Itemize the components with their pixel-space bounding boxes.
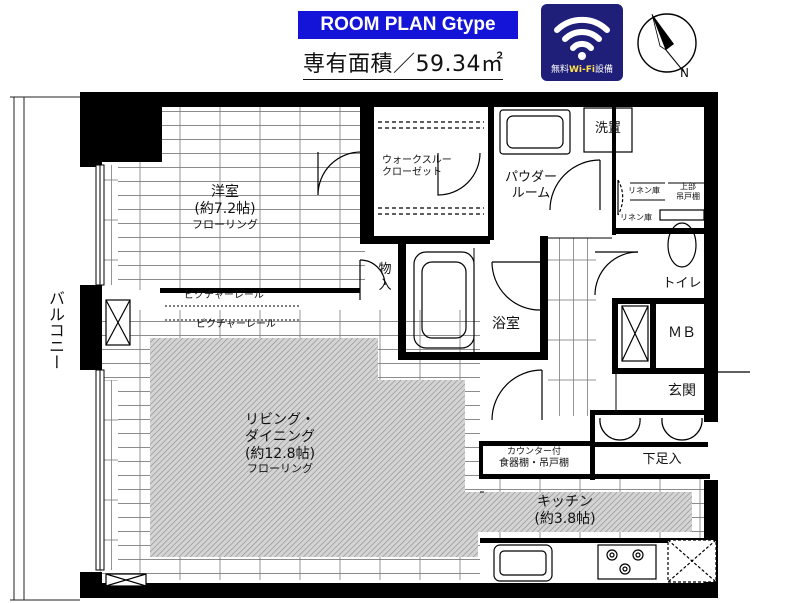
windows [95,164,105,571]
upper-cabinet-label: 上部 吊戸棚 [676,182,700,201]
closet-line1: ウォークスルー [382,155,452,166]
meter-box-label: ＭＢ [668,325,696,341]
upper-cabinet-line1: 上部 [680,182,696,191]
hall-floor [548,238,596,416]
balcony [10,96,80,601]
kitchen-size: (約3.8帖) [534,510,596,527]
upper-cabinet-line2: 吊戸棚 [676,191,700,201]
counter-cabinet-label: カウンター付 食器棚・吊戸棚 [484,447,584,470]
picture-rails [165,305,300,321]
closet-line2: クローゼット [382,167,442,178]
laundry-label: 洗置 [594,121,621,136]
plan-title: ROOM PLAN Gtype [298,11,518,39]
floor-area: 専有面積／59.34㎡ [303,46,504,80]
compass-icon [637,13,697,73]
balcony-text: バルコニー [46,290,65,370]
wifi-prefix: 無料 [550,65,569,75]
closet-shelves [378,121,484,215]
walls [80,92,718,598]
storage-line2: 入 [378,277,392,293]
balcony-label: バルコニー [44,290,66,375]
picture-rail-2-label: ピクチャーレール [196,319,276,330]
counter-line2: 食器棚・吊戸棚 [499,457,569,469]
living-line1: リビング・ [245,412,315,428]
wifi-badge: 無料Wi-Fi設備 [541,4,623,81]
washer-space-icon [583,107,633,153]
shoe-cabinet-label: 下足入 [642,452,682,467]
linen-shelf-label: リネン庫 [628,186,660,195]
powder-line1: パウダー [505,170,558,185]
compass-north-label: N [680,66,689,80]
western-room-floor: フローリング [192,217,258,231]
kitchen-name: キッチン [537,494,593,510]
sink-icon [493,544,553,582]
toilet-icon [659,209,717,295]
washbasin-icon [499,109,571,155]
living-dining-label: リビング・ ダイニング (約12.8帖) フローリング [225,412,335,476]
toilet-label: トイレ [662,276,702,291]
doors [317,151,750,441]
entrance-label: 玄関 [668,383,696,399]
counter-line1: カウンター付 [506,447,561,457]
living-line2: ダイニング [245,428,315,445]
partitions [374,182,704,493]
wifi-suffix: 設備 [594,65,613,75]
picture-rail-1-label: ピクチャーレール [184,290,264,301]
powder-room-label: パウダー ルーム [505,170,557,201]
living-floor: フローリング [247,462,313,476]
wifi-brand: Wi-Fi [569,65,595,75]
kitchen-label: キッチン (約3.8帖) [525,494,605,528]
western-room-name: 洋室 [211,184,239,200]
storage-line1: 物 [378,262,392,277]
linen-storage-label: リネン庫 [620,213,652,222]
living-size: (約12.8帖) [244,445,316,462]
storage-label: 物 入 [376,262,394,293]
living-dining-hatch [150,338,692,557]
wifi-icon [554,16,610,60]
powder-line2: ルーム [511,185,551,201]
walk-through-closet-label: ウォークスルー クローゼット [382,155,452,179]
western-room-label: 洋室 (約7.2帖) フローリング [190,184,260,231]
western-room-size: (約7.2帖) [194,200,256,217]
stove-icon [597,544,657,580]
shafts [105,299,717,587]
bathroom-label: 浴室 [492,316,520,332]
